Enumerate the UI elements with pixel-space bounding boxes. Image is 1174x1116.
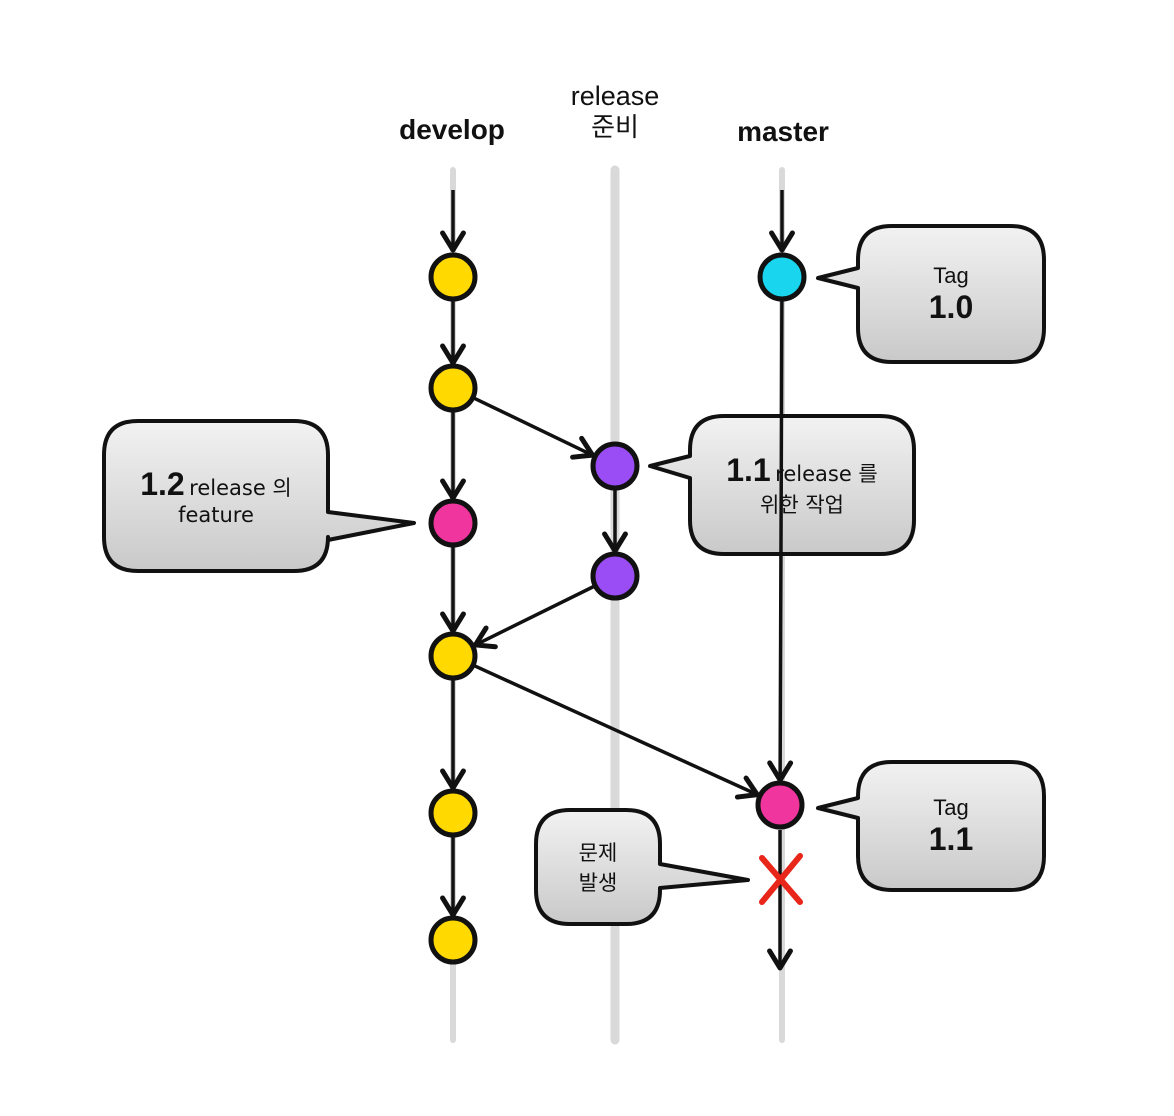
commit-node-d5 [428,788,478,838]
callout-release-1-1-text-a: release 를 [775,461,878,486]
callout-tag-1-0: Tag 1.0 [858,226,1044,362]
callout-feature-1-2: 1.2 release 의 feature [104,421,328,571]
callout-feature-1-2-text-a: release 의 [189,475,292,500]
callout-problem-line2: 발생 [578,871,618,895]
commit-node-d4 [428,631,478,681]
commit-node-r2 [590,551,640,601]
arrowhead-d2-r1 [570,435,595,460]
callout-problem-line1: 문제 [578,841,618,865]
lane-title-release-line1: release [570,81,660,111]
arrowhead-master-continue [767,948,793,971]
commit-node-d6 [428,915,478,965]
callout-tag-1-1-label: Tag [933,794,969,820]
bubble-problem [534,808,750,926]
callout-feature-1-2-text-b: feature [178,502,254,527]
edge-d2-r1 [472,396,595,457]
commit-node-r1 [590,441,640,491]
arrowhead-r1-r2 [602,531,628,554]
commit-node-d3 [428,498,478,548]
commit-node-m1 [757,252,807,302]
callout-release-1-1-text-b: 위한 작업 [760,492,844,517]
bubble-tag-1-1 [816,760,1046,892]
edge-m1-m2 [778,299,784,782]
arrowhead-d4-d5 [440,768,466,791]
arrowhead-incoming-develop [440,230,466,253]
callout-release-1-1-version: 1.1 [726,451,771,488]
arrowhead-m1-m2 [767,760,794,783]
arrowhead-r2-d4 [472,625,498,650]
arrowhead-d4-m2 [734,775,760,800]
problem-x-icon [759,853,803,905]
callout-tag-1-0-label: Tag [933,262,969,288]
arrowhead-d3-d4 [440,611,466,634]
callout-feature-1-2-version: 1.2 [140,465,185,502]
commit-node-d2 [428,363,478,413]
callout-tag-1-1: Tag 1.1 [858,762,1044,890]
lane-title-release: release 준비 [545,80,685,144]
lane-title-develop: develop [399,114,505,145]
lane-title-master: master [737,116,829,147]
bubble-feature-1-2 [102,419,416,573]
lane-title-release-line2: 준비 [591,113,639,143]
callout-tag-1-1-version: 1.1 [928,820,974,857]
edge-r2-d4 [473,584,596,647]
arrowhead-d1-d2 [440,343,466,366]
arrowhead-incoming-master [769,230,795,253]
bubble-tag-1-0 [816,224,1046,364]
callout-problem: 문제 발생 [536,810,660,924]
arrowhead-d5-d6 [440,895,466,918]
arrowhead-d2-d3 [440,478,466,501]
edge-d4-m2 [473,664,760,797]
commit-node-d1 [428,252,478,302]
callout-tag-1-0-version: 1.0 [928,288,974,325]
commit-node-m2 [755,780,805,830]
callout-release-1-1: 1.1 release 를 위한 작업 [690,416,914,554]
